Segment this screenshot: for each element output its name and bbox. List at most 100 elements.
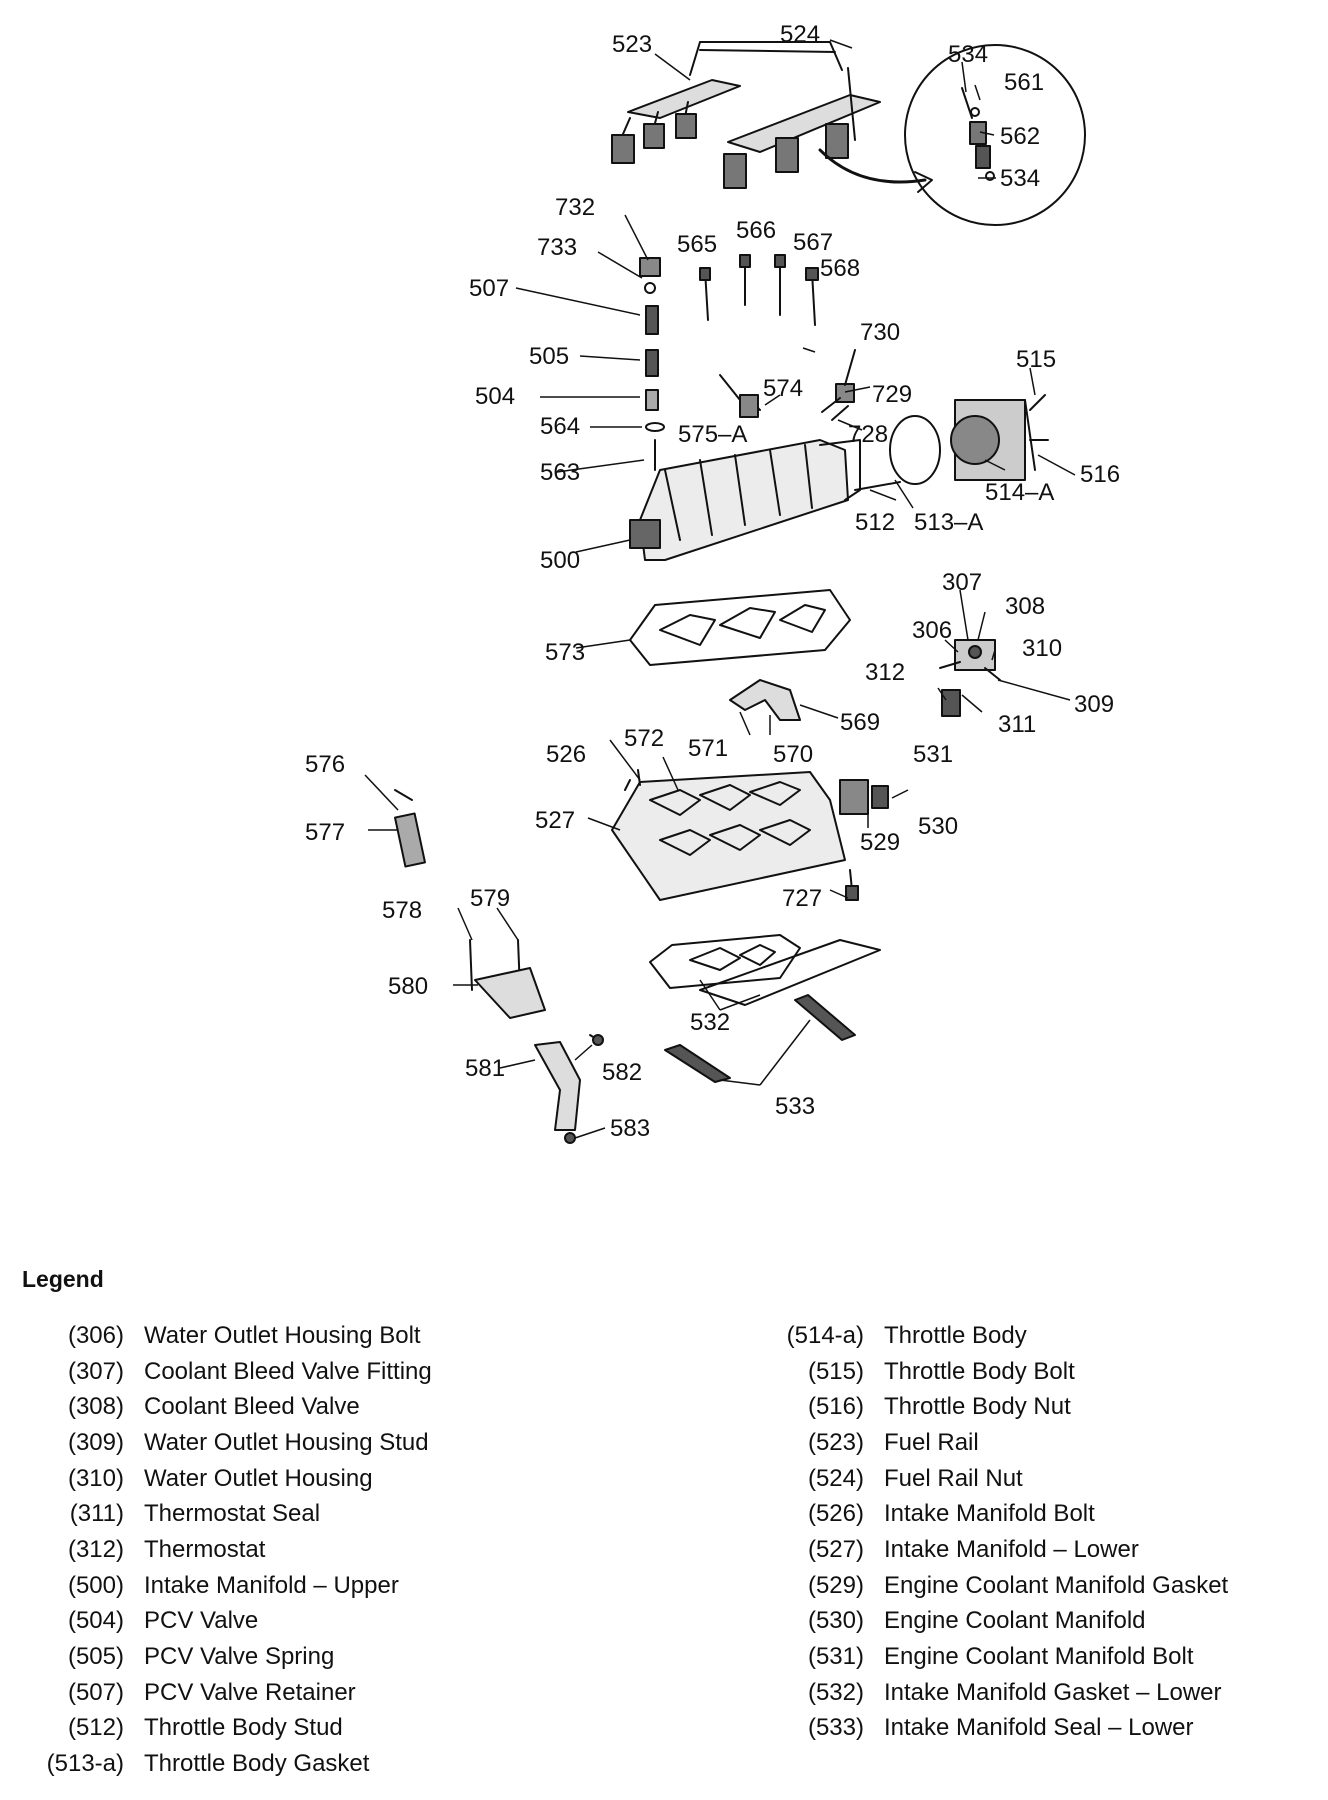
- callout-575-a: 575–A: [678, 421, 747, 448]
- legend-code: (524): [807, 1464, 864, 1492]
- legend-item: (500)Intake Manifold – Upper: [28, 1568, 432, 1604]
- lower-gasket-drawing: [649, 934, 881, 1006]
- legend-code: (500): [67, 1571, 124, 1599]
- legend-part-name: Water Outlet Housing Bolt: [144, 1321, 421, 1349]
- callout-582: 582: [602, 1059, 642, 1086]
- callout-523: 523: [612, 31, 652, 58]
- callout-311: 311: [998, 711, 1036, 738]
- legend-part-name: PCV Valve Retainer: [144, 1678, 356, 1706]
- legend-item: (526) Intake Manifold Bolt: [768, 1496, 1228, 1532]
- callout-504: 504: [475, 383, 515, 410]
- callout-530: 530: [918, 813, 958, 840]
- callout-565: 565: [677, 231, 717, 258]
- callout-571: 571: [688, 735, 728, 762]
- legend-code: (526): [807, 1500, 864, 1528]
- legend-part-name: Intake Manifold Bolt: [884, 1500, 1095, 1528]
- lower-seals-drawing: [664, 994, 856, 1083]
- legend-part-name: Coolant Bleed Valve: [144, 1393, 360, 1421]
- lower-intake-manifold-drawing: [611, 769, 889, 901]
- callout-306: 306: [912, 617, 952, 644]
- legend-item: (309)Water Outlet Housing Stud: [28, 1425, 432, 1461]
- legend-item: (504)PCV Valve: [28, 1604, 432, 1640]
- legend-item: (312)Thermostat: [28, 1532, 432, 1568]
- callout-573: 573: [545, 639, 585, 666]
- callout-577: 577: [305, 819, 345, 846]
- legend-part-name: PCV Valve Spring: [144, 1643, 335, 1671]
- callout-532: 532: [690, 1009, 730, 1036]
- legend-item: (306)Water Outlet Housing Bolt: [28, 1318, 432, 1354]
- callout-308: 308: [1005, 593, 1045, 620]
- callout-568: 568: [820, 255, 860, 282]
- callout-534: 534: [1000, 165, 1040, 192]
- legend-part-name: Thermostat Seal: [144, 1500, 321, 1528]
- legend-item: (515)Throttle Body Bolt: [768, 1354, 1228, 1390]
- legend-code: (507): [67, 1678, 124, 1706]
- water-outlet-drawing: [939, 639, 1001, 717]
- upper-gasket-drawing: [629, 589, 851, 666]
- legend-code: (514-a): [786, 1321, 864, 1349]
- legend-part-name: Engine Coolant Manifold: [884, 1607, 1146, 1635]
- legend-part-name: Throttle Body Nut: [884, 1393, 1071, 1421]
- callout-733: 733: [537, 234, 577, 261]
- legend-item: (527)Intake Manifold – Lower: [768, 1532, 1228, 1568]
- callout-581: 581: [465, 1055, 505, 1082]
- legend-part-name: Water Outlet Housing: [144, 1464, 373, 1492]
- callout-566: 566: [736, 217, 776, 244]
- legend-item: (307)Coolant Bleed Valve Fitting: [28, 1354, 432, 1390]
- callout-562: 562: [1000, 123, 1040, 150]
- callout-513-a: 513–A: [914, 509, 983, 536]
- callout-727: 727: [782, 885, 822, 912]
- upper-intake-manifold-drawing: [629, 349, 861, 561]
- legend-code: (515): [807, 1357, 864, 1385]
- legend-code: (523): [807, 1428, 864, 1456]
- legend-code: (312): [67, 1535, 124, 1563]
- legend-code: (505): [67, 1643, 124, 1671]
- callout-564: 564: [540, 413, 580, 440]
- callout-526: 526: [546, 741, 586, 768]
- callout-579: 579: [470, 885, 510, 912]
- legend-part-name: Fuel Rail Nut: [884, 1464, 1023, 1492]
- callout-505: 505: [529, 343, 569, 370]
- callout-729: 729: [872, 381, 912, 408]
- legend-item: (530) Engine Coolant Manifold: [768, 1604, 1228, 1640]
- legend-item: (514-a) Throttle Body: [768, 1318, 1228, 1354]
- callout-569: 569: [840, 709, 880, 736]
- pcv-valve-drawing: [639, 257, 665, 471]
- callout-524: 524: [780, 21, 820, 48]
- legend-part-name: Coolant Bleed Valve Fitting: [144, 1357, 432, 1385]
- callout-310: 310: [1022, 635, 1062, 662]
- legend-code: (516): [807, 1393, 864, 1421]
- legend-part-name: Throttle Body: [884, 1321, 1027, 1349]
- callout-307: 307: [942, 569, 982, 596]
- legend-item: (533)Intake Manifold Seal – Lower: [768, 1711, 1228, 1747]
- callout-529: 529: [860, 829, 900, 856]
- legend-part-name: PCV Valve: [144, 1607, 259, 1635]
- legend-item: (524) Fuel Rail Nut: [768, 1461, 1228, 1497]
- exploded-parts-diagram: 523 524 534 561 562 534 732 733 565 566 …: [305, 21, 1120, 1144]
- leader-lines: [364, 39, 1076, 1139]
- callout-730: 730: [860, 319, 900, 346]
- callout-567: 567: [793, 229, 833, 256]
- legend-item: (311) Thermostat Seal: [28, 1496, 432, 1532]
- legend-part-name: Engine Coolant Manifold Bolt: [884, 1643, 1194, 1671]
- legend-code: (311): [69, 1500, 124, 1528]
- callout-514-a: 514–A: [985, 479, 1054, 506]
- callout-561: 561: [1004, 69, 1044, 96]
- legend-part-name: Engine Coolant Manifold Gasket: [884, 1571, 1229, 1599]
- legend-code: (308): [67, 1393, 124, 1421]
- legend-item: (523)Fuel Rail: [768, 1425, 1228, 1461]
- callout-512: 512: [855, 509, 895, 536]
- callout-516: 516: [1080, 461, 1120, 488]
- legend-part-name: Throttle Body Stud: [144, 1714, 343, 1742]
- legend-code: (533): [807, 1714, 864, 1742]
- callout-570: 570: [773, 741, 813, 768]
- legend-part-name: Water Outlet Housing Stud: [144, 1428, 429, 1456]
- legend-code: (527): [807, 1535, 864, 1563]
- left-brackets-drawing: [394, 789, 604, 1144]
- callout-labels: 523 524 534 561 562 534 732 733 565 566 …: [305, 21, 1120, 1142]
- legend-item: (532)Intake Manifold Gasket – Lower: [768, 1675, 1228, 1711]
- callout-572: 572: [624, 725, 664, 752]
- legend-code: (530): [807, 1607, 864, 1635]
- callout-527: 527: [535, 807, 575, 834]
- callout-563: 563: [540, 459, 580, 486]
